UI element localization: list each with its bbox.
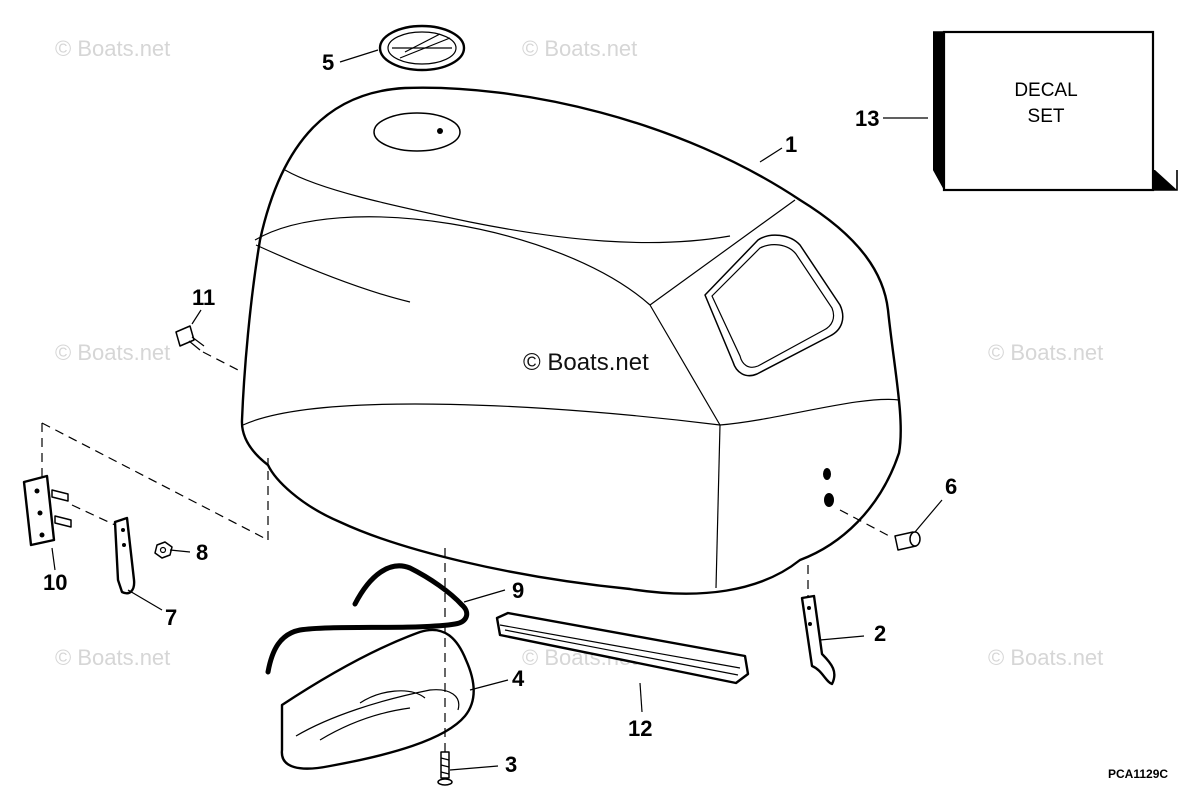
mount-hole — [823, 468, 831, 480]
mount-hole — [824, 493, 834, 507]
nut — [154, 541, 173, 559]
callout-6: 6 — [945, 474, 957, 499]
callout-8: 8 — [196, 540, 208, 565]
callout-5: 5 — [322, 50, 334, 75]
callout-9: 9 — [512, 578, 524, 603]
lower-pan — [280, 628, 475, 770]
watermark: © Boats.net — [55, 645, 170, 670]
screw-hole — [437, 128, 443, 134]
watermark: © Boats.net — [55, 340, 170, 365]
callout-12: 12 — [628, 716, 652, 741]
rubber-strip — [495, 611, 750, 685]
watermark: © Boats.net — [988, 645, 1103, 670]
assembly-line — [839, 509, 894, 539]
callout-13: 13 — [855, 106, 879, 131]
callout-4: 4 — [512, 666, 525, 691]
engine-cover — [240, 86, 902, 595]
screw-3 — [437, 751, 453, 786]
assembly-line — [202, 351, 243, 373]
callout-1: 1 — [785, 132, 797, 157]
decal-label-line2: SET — [1028, 106, 1065, 127]
assembly-line — [41, 422, 269, 541]
watermark: © Boats.net — [55, 36, 170, 61]
latch-arm — [113, 516, 136, 595]
watermark: © Boats.net — [988, 340, 1103, 365]
diagram-code: PCA1129C — [1108, 767, 1168, 781]
decal-label-line1: DECAL — [1014, 80, 1077, 101]
callout-10: 10 — [43, 570, 67, 595]
callout-3: 3 — [505, 752, 517, 777]
seal-strip — [265, 563, 470, 675]
callout-2: 2 — [874, 621, 886, 646]
hook-bracket — [800, 594, 836, 686]
callout-11: 11 — [192, 285, 215, 310]
watermark-main: © Boats.net — [523, 349, 649, 376]
screw-11 — [175, 325, 205, 351]
screw-6 — [894, 531, 921, 551]
bracket-plate — [22, 474, 72, 547]
assembly-line — [71, 504, 116, 526]
grommet-part — [378, 24, 466, 72]
watermark: © Boats.net — [522, 36, 637, 61]
decal-set-box: DECAL SET — [933, 30, 1178, 192]
callout-7: 7 — [165, 605, 177, 630]
